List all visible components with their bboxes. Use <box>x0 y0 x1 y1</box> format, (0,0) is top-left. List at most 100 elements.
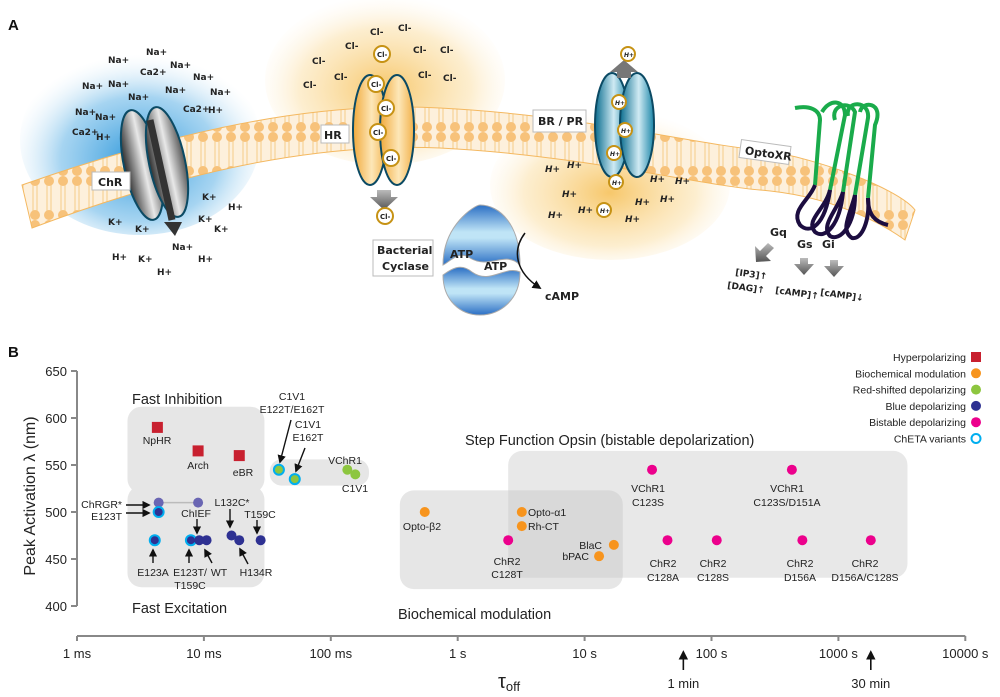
x-tick-label: 1 s <box>449 646 467 661</box>
point-opto-1 <box>516 507 527 517</box>
legend-label-bistable-depolarizing: Bistable depolarizing <box>869 417 966 429</box>
chr-ions: Na+ Na+ Ca2+ Na+ Na+ Na+ Na+ Na+ Na+ Na+… <box>72 48 243 278</box>
point-arrows <box>126 419 306 565</box>
x-tick-label: 100 s <box>696 646 728 661</box>
point-label-chr2-c128a-a: ChR2 <box>650 558 677 570</box>
point-wt <box>201 535 212 546</box>
point-labels: NpHR Arch eBR C1V1 E122T/E162T C1V1 E162… <box>81 391 898 592</box>
g-protein-labels: Gq Gs Gi <box>770 226 835 251</box>
svg-text:Cl-: Cl- <box>380 213 391 221</box>
arrow-c1v1-e122t-e162t <box>277 419 292 464</box>
point-chief <box>194 535 205 546</box>
point-label-chr2-c128a-b: C128A <box>647 572 679 584</box>
y-tick-label: 650 <box>45 364 67 379</box>
chr-label-box <box>91 171 131 191</box>
point-label-vchr1-d151a-a: VChR1 <box>770 483 804 495</box>
point-vchr1-c123s-d151a <box>786 464 797 475</box>
svg-text:Na+: Na+ <box>146 48 167 58</box>
region-label-fast-excitation: Fast Excitation <box>132 601 227 617</box>
hr-cl-circle-labels: Cl-Cl- Cl-Cl- Cl-Cl- <box>371 51 397 221</box>
point-label-c1v1: C1V1 <box>342 483 368 495</box>
chr-channel <box>119 106 190 236</box>
br-pr-channel <box>594 60 655 178</box>
point-vchr1 <box>342 464 353 475</box>
point-label-bpac: bPAC <box>562 551 589 563</box>
point-opto-2 <box>419 507 430 517</box>
svg-text:Na+: Na+ <box>165 86 186 96</box>
svg-text:Cl-: Cl- <box>443 74 457 84</box>
bacterial-cyclase-label-2: Cyclase <box>382 260 429 273</box>
svg-text:[cAMP]↓: [cAMP]↓ <box>820 288 865 304</box>
svg-text:H+: H+ <box>615 100 625 107</box>
point-label-opto-b2: Opto-β2 <box>403 521 441 533</box>
point-e123t-t159c <box>186 536 195 545</box>
svg-text:K+: K+ <box>108 218 123 228</box>
hr-label-box <box>320 124 350 144</box>
hr-cl-ions: Cl- Cl- Cl- Cl- Cl- Cl- Cl- Cl- Cl- Cl- <box>303 24 457 91</box>
point-label-e123t: E123T <box>91 511 123 523</box>
optoxr-label-box <box>738 139 792 165</box>
svg-text:H+: H+ <box>578 206 593 216</box>
legend-marker-cheta-variants <box>970 433 982 444</box>
svg-text:Gq: Gq <box>770 226 787 239</box>
second-messenger-labels: [IP3]↑ [DAG]↑ [cAMP]↑ [cAMP]↓ <box>727 268 865 304</box>
point-c1v1-e162t <box>290 475 299 484</box>
svg-text:Na+: Na+ <box>128 93 149 103</box>
svg-text:Cl-: Cl- <box>398 24 412 34</box>
point-label-e122t-e162t: E122T/E162T <box>260 404 325 416</box>
optoxr-receptor <box>794 100 889 241</box>
svg-text:Na+: Na+ <box>172 243 193 253</box>
point-label-l132c: L132C* <box>214 497 249 509</box>
svg-text:Cl-: Cl- <box>381 105 392 113</box>
bacterial-cyclase <box>442 204 542 316</box>
y-tick-label: 500 <box>45 505 67 520</box>
svg-text:Na+: Na+ <box>75 108 96 118</box>
y-tick-label: 600 <box>45 411 67 426</box>
svg-text:[IP3]↑: [IP3]↑ <box>735 268 768 282</box>
svg-text:H+: H+ <box>635 198 650 208</box>
point-label-rh-ct: Rh-CT <box>528 521 560 533</box>
hr-out-arrow-icon <box>370 190 398 210</box>
svg-text:Na+: Na+ <box>170 61 191 71</box>
point-blac <box>608 539 619 550</box>
svg-text:H+: H+ <box>621 128 631 135</box>
svg-text:H+: H+ <box>208 106 223 116</box>
svg-text:H+: H+ <box>562 190 577 200</box>
svg-text:[cAMP]↑: [cAMP]↑ <box>775 286 820 302</box>
point-h134r <box>234 535 245 546</box>
x-tick-label: 10 ms <box>186 646 222 661</box>
svg-text:Cl-: Cl- <box>312 57 326 67</box>
point-label-chr2-d156a-c128s-a: ChR2 <box>852 558 879 570</box>
point-label-t159c-bottom: T159C <box>174 580 206 592</box>
svg-text:K+: K+ <box>198 215 213 225</box>
point-l132c <box>226 530 237 541</box>
gq-arrow-icon <box>755 243 774 262</box>
point-nphr <box>151 421 163 433</box>
point-label-nphr: NpHR <box>143 435 172 447</box>
chr-flow-arrow-icon <box>146 119 176 221</box>
data-points <box>148 421 876 562</box>
x-tick-label: 10 s <box>572 646 597 661</box>
point-label-e123a: E123A <box>137 567 169 579</box>
svg-text:Na+: Na+ <box>210 88 231 98</box>
point-label-chr2-c128s-a: ChR2 <box>700 558 727 570</box>
region-label-fast-inhibition: Fast Inhibition <box>132 392 222 408</box>
svg-text:Na+: Na+ <box>108 56 129 66</box>
x-tick-label: 1 ms <box>63 646 92 661</box>
svg-text:Gs: Gs <box>797 238 813 251</box>
point-bpac <box>594 551 605 562</box>
point-rh-ct <box>516 521 527 532</box>
svg-text:K+: K+ <box>135 225 150 235</box>
panel-a-label: A <box>8 17 19 34</box>
point-arch <box>192 445 204 457</box>
y-tick-label: 450 <box>45 552 67 567</box>
point-chr2-d156a-c128s <box>865 535 876 546</box>
x-axis-title: τoff <box>498 671 521 694</box>
point-label-ebr: eBR <box>233 467 254 479</box>
svg-text:Ca2+: Ca2+ <box>140 68 166 78</box>
br-h-ions: H+ H+ H+ H+ H+ H+ H+ H+ H+ H+ <box>545 161 690 225</box>
svg-text:Cl-: Cl- <box>370 28 384 38</box>
svg-text:Cl-: Cl- <box>373 129 384 137</box>
legend-marker-blue-depolarizing <box>971 400 981 411</box>
svg-text:Cl-: Cl- <box>345 42 359 52</box>
